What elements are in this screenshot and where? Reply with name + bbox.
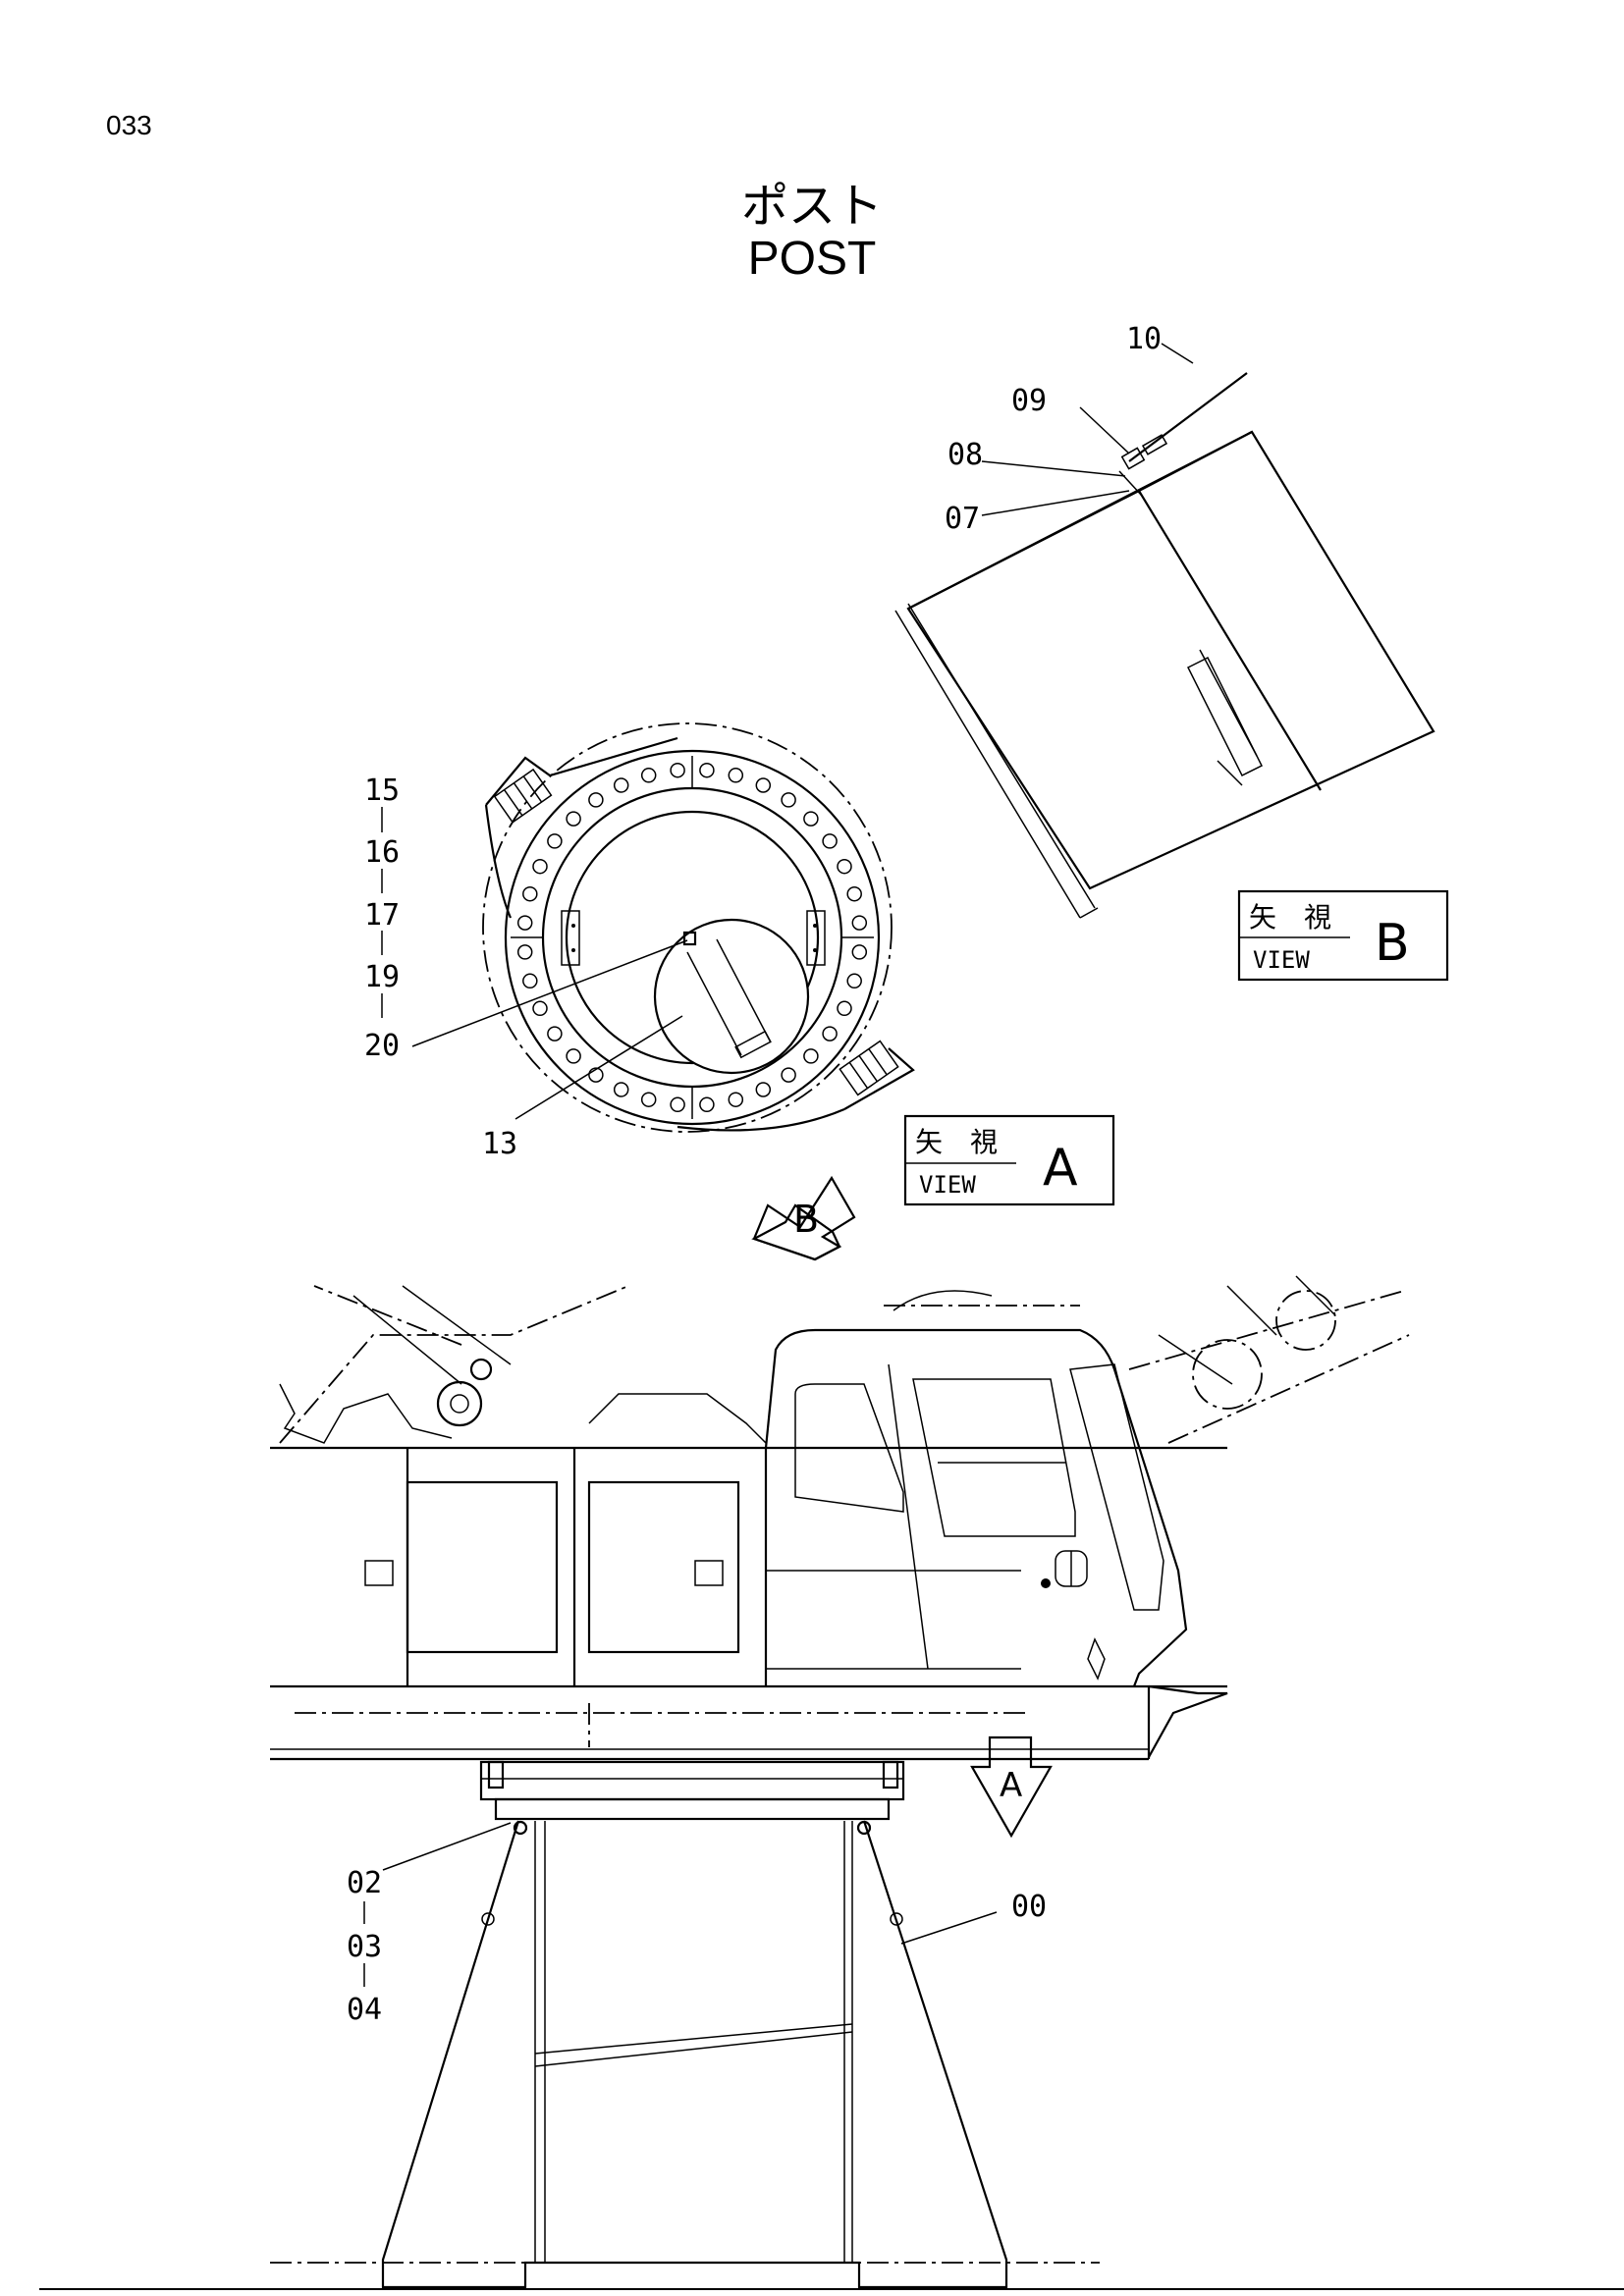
post-pedestal [270,1760,1100,2289]
leaders-post [363,1822,998,1987]
bolt-hole [547,1026,563,1041]
bolt-hole [640,768,657,783]
bolt-hole [516,944,533,960]
bolt-hole [699,762,715,778]
part-label-03: 03 [347,1930,382,1964]
bolt-hole [532,858,548,875]
view-b-letter: B [1375,914,1410,973]
bolt-hole [755,777,772,793]
bolt-hole [588,792,604,808]
bolt-hole [613,777,629,793]
part-label-16: 16 [364,835,400,870]
bolt-hole [728,1092,744,1107]
bolt-hole [822,1026,838,1041]
bolt-hole [846,973,862,989]
view-a-letter: A [1043,1139,1078,1198]
view-b-en-label: VIEW [1253,946,1310,974]
bolt-hole [566,1048,581,1064]
crane-upper-structure [270,1275,1410,1761]
leaders-view-b [981,343,1194,516]
part-label-19: 19 [364,960,400,994]
bolt-hole [755,1082,772,1097]
page-number: 033 [106,110,152,140]
bolt-hole [851,915,868,931]
view-a-jp-label: 矢 視 [915,1126,998,1158]
part-label-17: 17 [364,898,400,933]
part-label-20: 20 [364,1029,400,1063]
bolt-hole [670,1096,685,1113]
bolt-hole [837,1000,852,1017]
bolt-holes [516,762,868,1113]
bolt-hole [566,811,581,827]
view-b-jp-label: 矢 視 [1249,901,1331,934]
part-label-07: 07 [945,502,980,536]
view-arrow-a: A [970,1735,1053,1839]
bolt-hole [547,833,563,849]
part-label-00: 00 [1011,1890,1047,1924]
view-b-post-section [894,372,1435,919]
bolt-hole [781,792,796,808]
bolt-hole [532,1000,548,1017]
bolt-hole [588,1067,604,1083]
title-english: POST [747,233,877,285]
bolt-hole [837,858,852,875]
part-label-04: 04 [347,1993,382,2027]
part-label-02: 02 [347,1866,382,1900]
view-arrow-a-letter: A [1000,1766,1022,1805]
bolt-hole [846,885,862,902]
bolt-hole [522,973,538,989]
part-label-08: 08 [947,438,983,472]
title-japanese: ポスト [740,179,883,234]
bolt-hole [670,762,685,778]
view-a-box: 矢 視 VIEW A [903,1114,1115,1206]
view-arrow-b-letter: B [793,1198,819,1241]
part-label-10: 10 [1126,322,1162,356]
bolt-hole [699,1096,715,1113]
part-label-13: 13 [482,1127,517,1161]
bolt-hole [851,944,868,960]
bolt-hole [613,1082,629,1097]
bolt-hole [516,915,533,931]
part-label-15: 15 [364,774,400,808]
view-a-en-label: VIEW [919,1171,976,1199]
part-label-09: 09 [1011,384,1047,418]
bolt-hole [803,811,819,827]
view-b-box: 矢 視 VIEW B [1237,889,1449,982]
leaders-view-a [381,807,688,1120]
bolt-hole [781,1067,796,1083]
bolt-hole [522,885,538,902]
bolt-hole [822,833,838,849]
bolt-hole [803,1048,819,1064]
bolt-hole [640,1092,657,1107]
bolt-hole [728,768,744,783]
view-arrow-b: B [751,1175,856,1261]
view-a-ring [482,722,915,1133]
